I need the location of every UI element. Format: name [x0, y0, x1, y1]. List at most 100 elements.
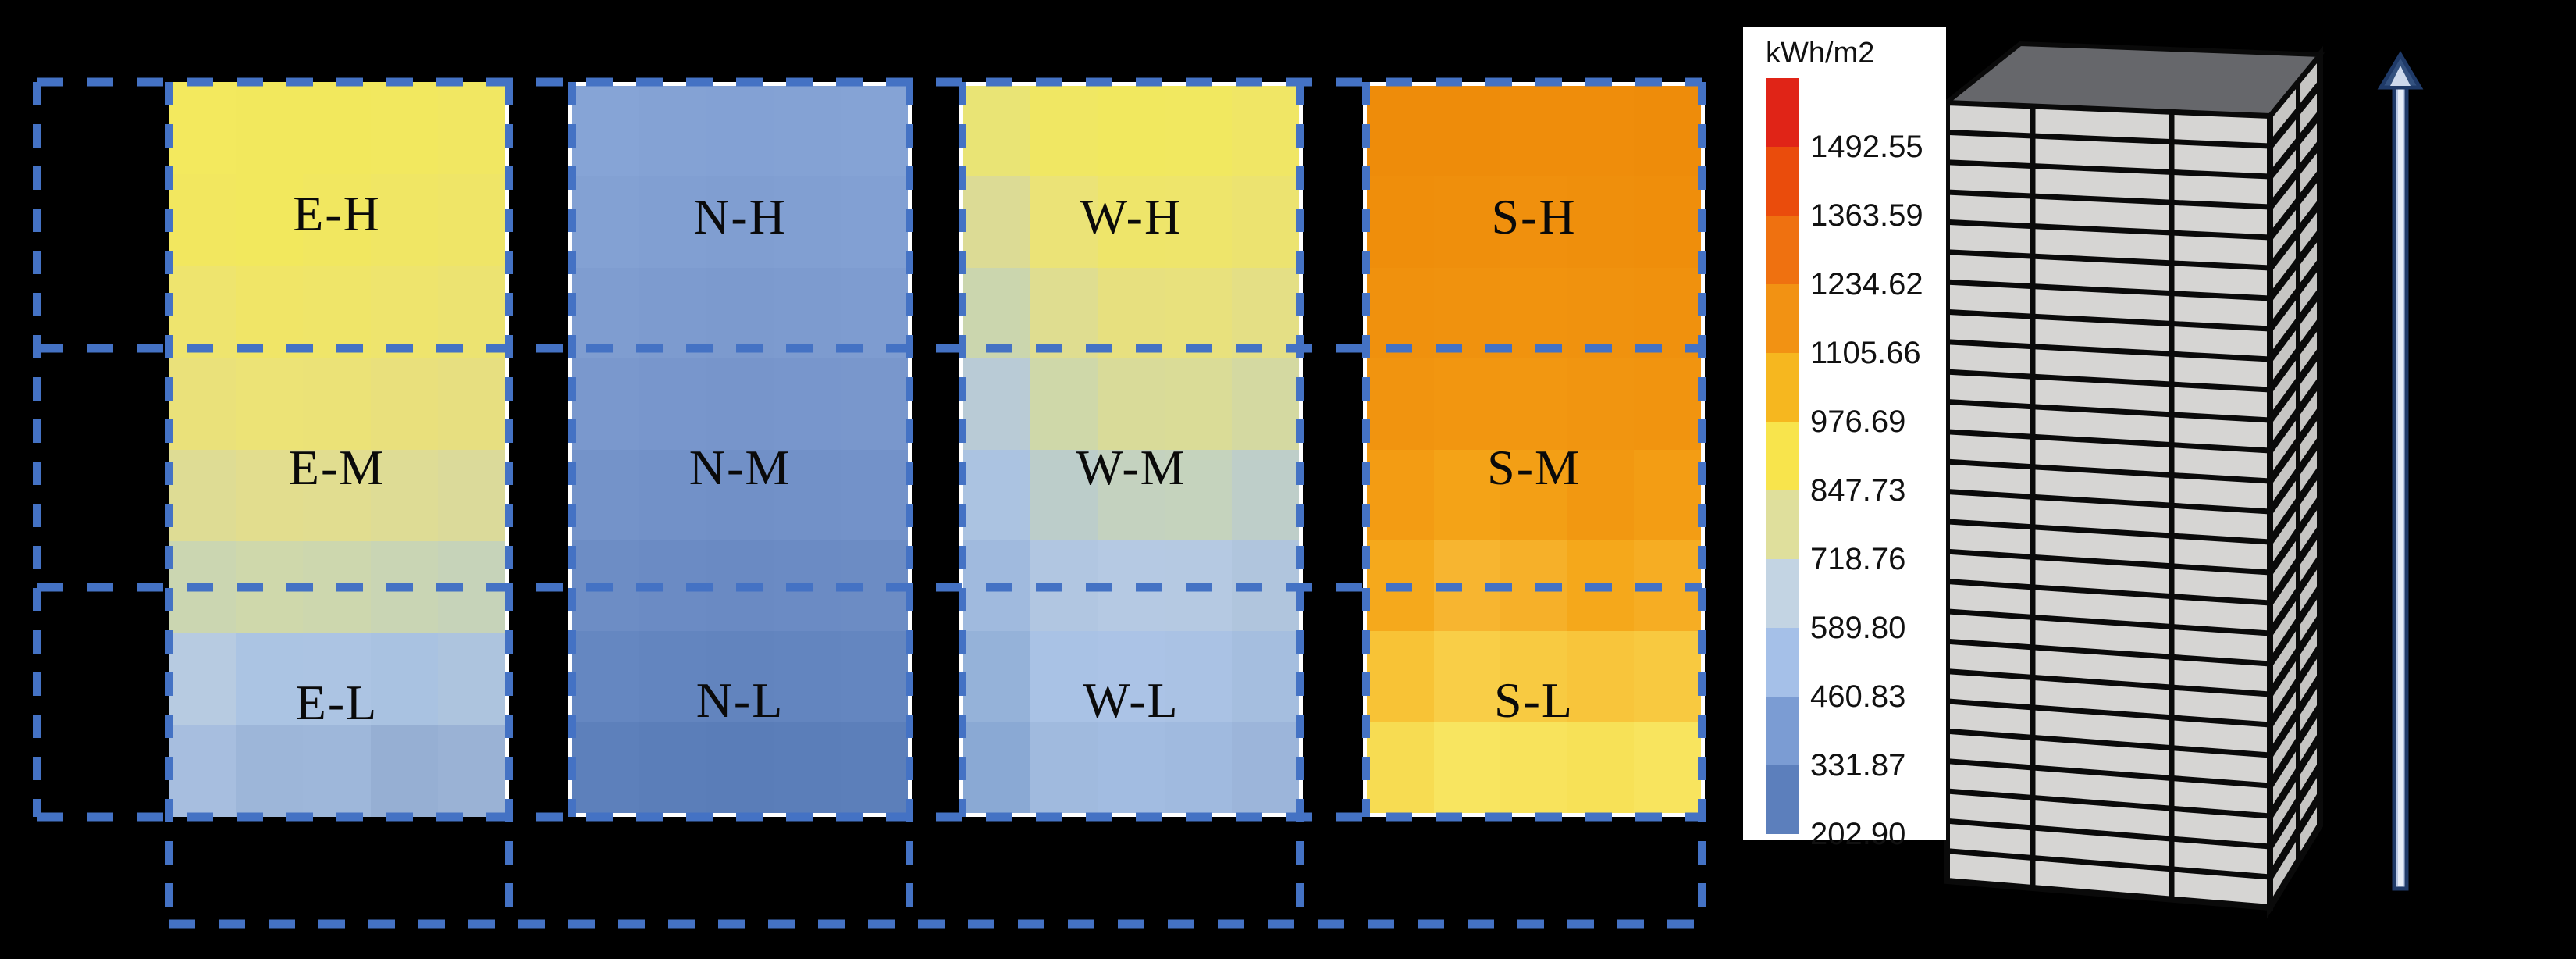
- heatmap-cell: [841, 86, 908, 177]
- heatmap-cell: [1098, 722, 1165, 813]
- legend-swatch: [1766, 697, 1799, 765]
- heatmap-cell: [1567, 358, 1635, 450]
- heatmap-cell: [1232, 722, 1299, 813]
- heatmap-cell: [236, 173, 304, 266]
- heatmap-cell: [1433, 722, 1501, 813]
- zone-label: E-L: [295, 675, 379, 731]
- heatmap-cell: [437, 357, 505, 450]
- zone-label: N-L: [696, 672, 785, 728]
- legend-swatch: [1766, 216, 1799, 284]
- heatmap-cell: [572, 176, 639, 268]
- heatmap-cell: [841, 176, 908, 268]
- heatmap-cell: [706, 176, 774, 268]
- heatmap-cell: [1634, 449, 1701, 540]
- zone-label: W-M: [1076, 439, 1187, 495]
- heatmap-cell: [437, 449, 505, 542]
- heatmap-cell: [706, 631, 774, 722]
- heatmap-cell: [774, 722, 841, 813]
- heatmap-cell: [1500, 722, 1567, 813]
- heatmap-cell: [1567, 176, 1635, 268]
- building-3d-icon: [1940, 41, 2325, 919]
- heatmap-cell: [1500, 86, 1567, 177]
- legend-value: 1234.62: [1810, 267, 1923, 301]
- legend-value: 460.83: [1810, 679, 1906, 714]
- legend-swatch: [1766, 765, 1799, 834]
- zone-label: W-L: [1083, 672, 1179, 728]
- legend-swatch: [1766, 490, 1799, 559]
- heatmap-cell: [963, 722, 1030, 813]
- heatmap-cell: [370, 357, 438, 450]
- heatmap-cell: [774, 267, 841, 359]
- heatmap-cell: [1367, 449, 1434, 540]
- heatmap-cell: [639, 176, 706, 268]
- zone-label: E-M: [288, 440, 386, 496]
- legend-entry: 1492.55: [1766, 78, 1930, 162]
- legend-swatch: [1766, 284, 1799, 353]
- heatmap-cell: [1098, 358, 1165, 450]
- heatmap-cell: [841, 631, 908, 722]
- heatmap-cell: [1367, 86, 1434, 177]
- heatmap-panel-north: N-H N-M N-L: [568, 82, 912, 817]
- heatmap-cell: [1098, 631, 1165, 722]
- heatmap-cell: [1567, 631, 1635, 722]
- heatmap-cell: [572, 267, 639, 359]
- heatmap-cell: [963, 358, 1030, 450]
- heatmap-cell: [370, 725, 438, 817]
- heatmap-cell: [1634, 86, 1701, 177]
- heatmap-cell: [303, 633, 371, 725]
- heatmap-cell: [639, 86, 706, 177]
- heatmap-cell: [1165, 449, 1232, 540]
- heatmap-cell: [706, 540, 774, 632]
- heatmap-cell: [1567, 86, 1635, 177]
- legend-value: 202.90: [1810, 817, 1906, 851]
- heatmap-cell: [370, 82, 438, 174]
- legend-swatch: [1766, 422, 1799, 490]
- heatmap-cell: [437, 82, 505, 174]
- heatmap-cell: [774, 540, 841, 632]
- heatmap-panel-south: S-H S-M S-L: [1363, 82, 1705, 817]
- heatmap-cell: [1634, 176, 1701, 268]
- legend-entry: 589.80: [1766, 559, 1930, 643]
- heatmap-cell: [963, 449, 1030, 540]
- heatmap-cell: [841, 449, 908, 540]
- heatmap-cell: [303, 82, 371, 174]
- heatmap-cell: [774, 631, 841, 722]
- zone-label: S-H: [1491, 188, 1577, 244]
- heatmap-cell: [572, 449, 639, 540]
- heatmap-cell: [1165, 358, 1232, 450]
- heatmap-cell: [572, 631, 639, 722]
- heatmap-cell: [774, 176, 841, 268]
- heatmap-cell: [1433, 540, 1501, 632]
- heatmap-cell: [1232, 86, 1299, 177]
- heatmap-cell: [1433, 358, 1501, 450]
- heatmap-cell: [1098, 267, 1165, 359]
- legend-entry: 847.73: [1766, 422, 1930, 506]
- heatmap-cell: [1098, 449, 1165, 540]
- heatmap-cell: [1433, 267, 1501, 359]
- legend-value: 1363.59: [1810, 198, 1923, 233]
- heatmap-cell: [303, 725, 371, 817]
- heatmap-cell: [370, 173, 438, 266]
- heatmap-cell: [1500, 631, 1567, 722]
- heatmap-cell: [1232, 540, 1299, 632]
- heatmap-cell: [370, 541, 438, 633]
- heatmap-panel-east: E-H E-M E-L: [169, 82, 509, 817]
- heatmap-cell: [841, 540, 908, 632]
- heatmap-cell: [1634, 267, 1701, 359]
- heatmap-cell: [572, 358, 639, 450]
- heatmap-cell: [963, 176, 1030, 268]
- legend-entry: 460.83: [1766, 628, 1930, 712]
- legend-swatch: [1766, 353, 1799, 422]
- heatmap-cell: [1098, 176, 1165, 268]
- heatmap-cell: [303, 357, 371, 450]
- heatmap-cell: [1567, 449, 1635, 540]
- heatmap-cell: [1367, 267, 1434, 359]
- legend-value: 589.80: [1810, 611, 1906, 645]
- heatmap-cell: [370, 633, 438, 725]
- heatmap-cell: [1030, 722, 1098, 813]
- heatmap-cell: [236, 266, 304, 358]
- zone-label: N-H: [693, 188, 787, 244]
- zone-label: S-M: [1487, 439, 1581, 495]
- heatmap-cell: [236, 357, 304, 450]
- heatmap-cell: [1367, 176, 1434, 268]
